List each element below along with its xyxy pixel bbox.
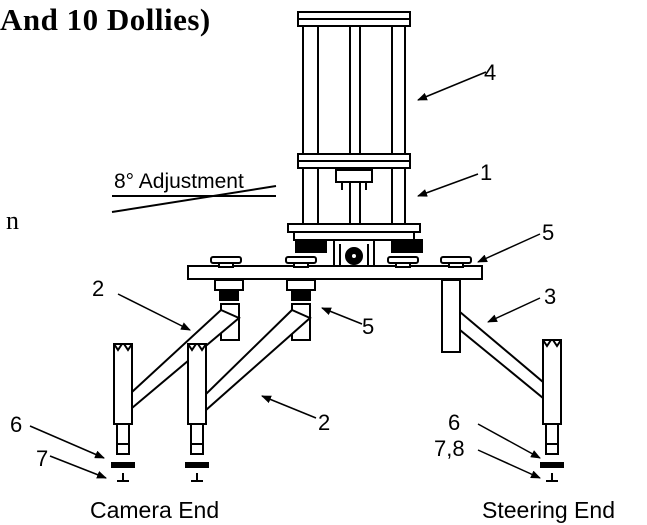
adjustment-label: 8° Adjustment bbox=[114, 170, 244, 193]
steering-end-label: Steering End bbox=[482, 497, 615, 523]
page-heading: And 10 Dollies) bbox=[0, 2, 211, 37]
callout-6-left: 6 bbox=[10, 412, 22, 437]
callout-7-8: 7,8 bbox=[434, 436, 465, 461]
adjustment-wedge bbox=[111, 185, 277, 213]
plate-knobs bbox=[210, 256, 472, 268]
camera-end-label: Camera End bbox=[90, 497, 219, 523]
pivot-mount bbox=[295, 239, 423, 267]
cropped-text-fragment: n bbox=[6, 206, 19, 235]
column-tower bbox=[287, 11, 421, 241]
callout-2-bottom: 2 bbox=[318, 410, 330, 435]
callout-5-top: 5 bbox=[542, 220, 554, 245]
callout-4: 4 bbox=[484, 60, 496, 85]
middle-arm bbox=[187, 303, 312, 455]
callout-7: 7 bbox=[36, 446, 48, 471]
main-plate bbox=[187, 265, 483, 280]
callout-6-right: 6 bbox=[448, 410, 460, 435]
feet bbox=[111, 462, 564, 482]
under-plate-clamps bbox=[214, 279, 316, 301]
leader-lines bbox=[29, 71, 541, 479]
callout-2-left: 2 bbox=[92, 276, 104, 301]
callout-5-mid: 5 bbox=[362, 314, 374, 339]
right-arm bbox=[441, 279, 562, 455]
callout-3: 3 bbox=[544, 284, 556, 309]
callout-1: 1 bbox=[480, 160, 492, 185]
left-arm bbox=[113, 303, 241, 455]
